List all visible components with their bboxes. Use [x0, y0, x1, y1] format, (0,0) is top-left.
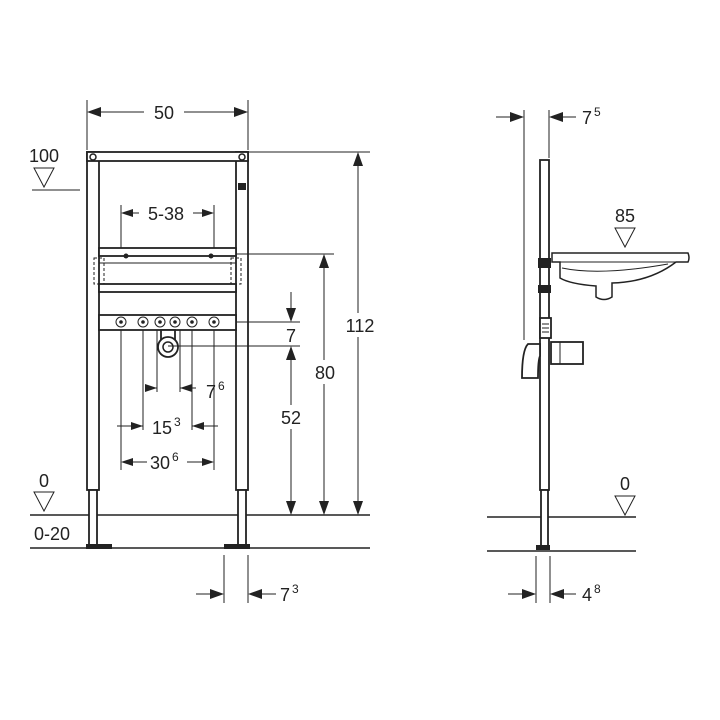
basin-level-label: 85 — [615, 206, 635, 226]
right-upright — [235, 151, 249, 491]
side-waste-outlet — [550, 341, 584, 365]
right-foot-plate — [224, 544, 250, 549]
front-view: 50 5-38 112 80 — [29, 100, 379, 605]
dimension-fixing-spacing: 30 6 — [121, 450, 214, 473]
fixing-spacing-label: 30 — [150, 453, 170, 473]
left-foot-tube — [88, 489, 98, 546]
top-rail — [86, 151, 249, 162]
waste-outlet-ring — [157, 336, 179, 358]
connection-spacing-superscript: 3 — [174, 415, 181, 429]
dimension-crossbar-height: 80 — [310, 254, 340, 515]
dimension-connection-spacing: 15 3 — [117, 415, 218, 438]
foot-width-label: 7 — [280, 585, 290, 605]
side-rail-clamp-upper — [538, 258, 551, 268]
left-upright — [86, 151, 100, 491]
level-100-label: 100 — [29, 146, 59, 166]
side-depth-superscript: 5 — [594, 105, 601, 119]
dimension-outlet-distance: 7 6 — [145, 379, 225, 402]
side-floor-triangle — [614, 495, 636, 517]
dimension-frame-width: 50 — [87, 100, 248, 123]
dimension-foot-width: 7 3 — [196, 582, 299, 605]
bracket-bolt-right — [208, 253, 214, 259]
dimension-outlet-offset: 7 — [286, 292, 296, 360]
level-marker-front-floor: 0 — [33, 471, 55, 513]
outlet-offset-label: 7 — [286, 326, 296, 346]
foot-width-superscript: 3 — [292, 582, 299, 596]
dimension-total-height: 112 — [341, 152, 379, 515]
middle-crossbar — [98, 283, 237, 293]
side-view: 7 5 4 8 85 0 — [487, 105, 690, 605]
connection-fittings — [115, 316, 220, 328]
crossbar-height-label: 80 — [315, 363, 335, 383]
left-foot-plate — [86, 544, 112, 549]
side-floor-level-label: 0 — [620, 474, 630, 494]
fixing-spacing-superscript: 6 — [172, 450, 179, 464]
side-rail-clamp-lower — [538, 285, 551, 293]
top-left-bolt — [89, 153, 97, 161]
top-right-bolt — [238, 153, 246, 161]
adjustment-range-label: 0-20 — [34, 524, 70, 544]
washbasin-bowl-line — [561, 263, 669, 272]
side-foot-depth-superscript: 8 — [594, 582, 601, 596]
washbasin-profile — [551, 252, 690, 301]
front-floor-triangle — [33, 491, 55, 513]
side-depth-label: 7 — [582, 108, 592, 128]
side-waste-elbow — [521, 343, 541, 379]
side-foot-plate — [536, 545, 550, 550]
level-100-triangle — [33, 167, 55, 189]
dimension-side-depth: 7 5 — [496, 105, 601, 128]
basin-level-triangle — [614, 227, 636, 249]
connection-spacing-label: 15 — [152, 418, 172, 438]
outlet-height-label: 52 — [281, 408, 301, 428]
dimension-bracket-range: 5-38 — [121, 202, 214, 224]
side-foot-depth-label: 4 — [582, 585, 592, 605]
outlet-distance-label: 7 — [206, 382, 216, 402]
basin-mounting-rail — [98, 247, 237, 257]
level-marker-100: 100 — [29, 146, 59, 189]
mounting-tab — [238, 183, 246, 190]
waste-outlet-bore — [162, 341, 174, 353]
frame-width-label: 50 — [154, 103, 174, 123]
bracket-bolt-left — [123, 253, 129, 259]
level-marker-85: 85 — [614, 206, 636, 249]
dimension-side-foot-depth: 4 8 — [508, 582, 601, 605]
front-floor-level-label: 0 — [39, 471, 49, 491]
side-foot-tube — [540, 489, 549, 548]
right-foot-tube — [237, 489, 247, 546]
dimension-outlet-height: 52 — [276, 360, 306, 515]
outlet-distance-superscript: 6 — [218, 379, 225, 393]
bracket-range-label: 5-38 — [148, 204, 184, 224]
total-height-label: 112 — [346, 316, 375, 336]
level-marker-side-floor: 0 — [614, 474, 636, 517]
